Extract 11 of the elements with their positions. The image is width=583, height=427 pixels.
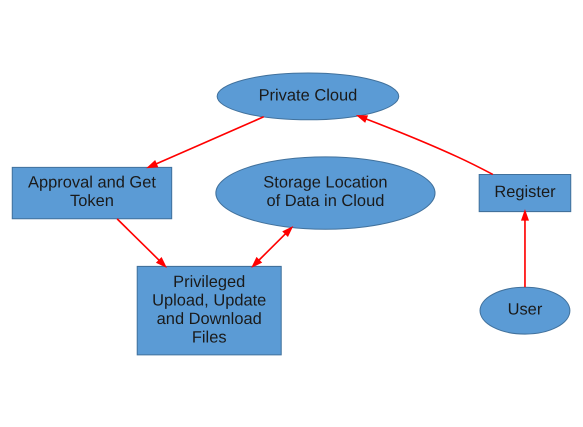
node-box: Approval and Get Token — [12, 166, 172, 219]
node-ellipse: Private Cloud — [216, 72, 400, 120]
node-ellipse: Storage Location of Data in Cloud — [215, 156, 436, 230]
arrow — [251, 226, 294, 268]
node-box: Privileged Upload, Update and Download Files — [136, 265, 282, 355]
arrow — [520, 208, 529, 287]
arrow — [116, 218, 167, 268]
node-box: Register — [478, 174, 572, 212]
arrow — [146, 116, 264, 168]
node-ellipse: User — [480, 286, 570, 334]
arrow — [356, 114, 494, 175]
